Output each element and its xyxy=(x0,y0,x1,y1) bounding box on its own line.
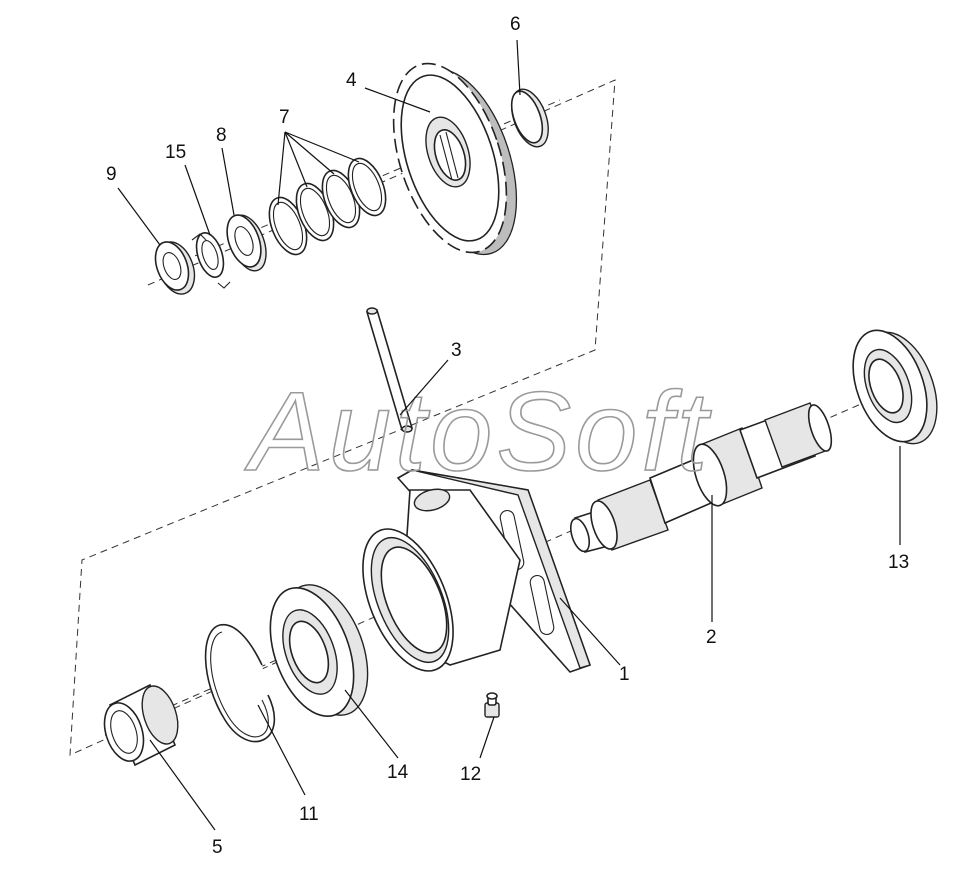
callout-11: 11 xyxy=(299,804,319,825)
housing-part-1 xyxy=(362,469,592,673)
callout-4: 4 xyxy=(346,70,357,91)
callout-1: 1 xyxy=(619,664,630,685)
ring-part-6 xyxy=(510,88,549,148)
leader-lines xyxy=(117,39,901,831)
callout-8: 8 xyxy=(216,125,227,146)
pin-part-3 xyxy=(365,307,414,433)
callout-9: 9 xyxy=(106,164,117,185)
callout-2: 2 xyxy=(706,627,717,648)
sprocket-part-4 xyxy=(392,62,518,256)
callout-13: 13 xyxy=(888,552,909,573)
callout-12: 12 xyxy=(460,764,481,785)
washer-part-8 xyxy=(226,214,267,272)
bearing-part-14 xyxy=(269,584,369,718)
bearing-part-13 xyxy=(852,329,938,445)
grease-nipple-part-12 xyxy=(484,692,500,718)
lock-washer-part-15 xyxy=(191,232,231,289)
callout-5: 5 xyxy=(212,837,223,858)
shims-part-7 xyxy=(268,157,387,256)
callout-15: 15 xyxy=(165,142,186,163)
callout-3: 3 xyxy=(451,340,462,361)
callout-6: 6 xyxy=(510,14,521,35)
callout-14: 14 xyxy=(387,762,409,783)
callout-labels: 1 2 3 4 5 6 7 8 9 11 12 13 14 15 xyxy=(106,14,909,858)
nut-part-9 xyxy=(154,241,196,295)
snap-ring-part-11 xyxy=(204,623,275,743)
bushing-part-5 xyxy=(103,683,179,767)
callout-7: 7 xyxy=(279,107,290,128)
splined-shaft-part-2 xyxy=(569,402,833,553)
watermark-text: AutoSoft xyxy=(244,369,712,494)
